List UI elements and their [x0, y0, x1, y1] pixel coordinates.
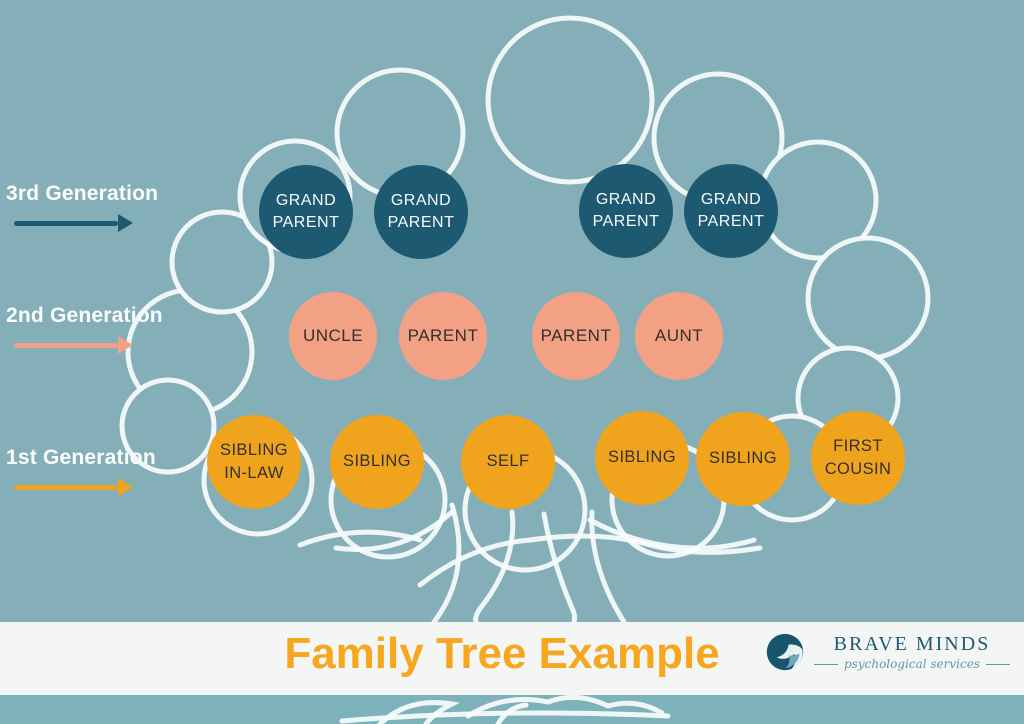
arrow-head — [118, 336, 133, 354]
node-label: SIBLING IN-LAW — [220, 440, 288, 482]
generation-row-3rd: 3rd Generation — [6, 182, 158, 232]
node-label: GRAND PARENT — [697, 190, 765, 230]
node-label: SIBLING — [608, 448, 676, 467]
node-aunt: AUNT — [635, 292, 723, 380]
arrow-head — [118, 214, 133, 232]
node-sibling-3: SIBLING — [696, 412, 790, 506]
tagline-text: psychological services — [844, 657, 980, 671]
footer-bar: Family Tree Example BRAVE MINDS psycholo… — [0, 622, 1024, 695]
node-grandparent-3: GRAND PARENT — [579, 164, 673, 258]
arrow-head — [118, 478, 133, 496]
wave-logo-icon — [766, 633, 804, 671]
brand-text-block: BRAVE MINDS psychological services — [814, 633, 1010, 671]
node-label: GRAND PARENT — [592, 190, 660, 230]
tagline-flourish-left — [814, 663, 838, 665]
brand-tagline: psychological services — [814, 657, 1010, 671]
arrow-shaft — [14, 220, 118, 226]
generation-2nd-label: 2nd Generation — [6, 304, 163, 327]
node-sibling-1: SIBLING — [330, 415, 424, 509]
node-label: GRAND PARENT — [272, 191, 340, 231]
node-sibling-2: SIBLING — [595, 411, 689, 505]
node-label: SIBLING — [709, 449, 777, 468]
node-grandparent-4: GRAND PARENT — [684, 164, 778, 258]
node-label: PARENT — [407, 326, 479, 345]
node-label: SIBLING — [343, 452, 411, 471]
right-arrow-icon — [14, 478, 156, 496]
generation-1st-label: 1st Generation — [6, 446, 156, 469]
right-arrow-icon — [14, 214, 158, 232]
brand-name: BRAVE MINDS — [833, 633, 991, 655]
generation-row-1st: 1st Generation — [6, 446, 156, 496]
tagline-flourish-right — [986, 663, 1010, 665]
node-grandparent-1: GRAND PARENT — [259, 165, 353, 259]
arrow-shaft — [14, 484, 118, 490]
node-label: FIRST COUSIN — [824, 436, 892, 478]
node-label: AUNT — [654, 326, 704, 345]
right-arrow-icon — [14, 336, 163, 354]
node-sibling-in-law: SIBLING IN-LAW — [207, 415, 301, 509]
node-parent-1: PARENT — [399, 292, 487, 380]
brand-logo: BRAVE MINDS psychological services — [765, 632, 1010, 672]
node-parent-2: PARENT — [532, 292, 620, 380]
node-uncle: UNCLE — [289, 292, 377, 380]
node-label: PARENT — [540, 326, 612, 345]
page-title: Family Tree Example — [284, 629, 720, 678]
node-self: SELF — [461, 415, 555, 509]
node-first-cousin: FIRST COUSIN — [811, 411, 905, 505]
generation-row-2nd: 2nd Generation — [6, 304, 163, 354]
node-grandparent-2: GRAND PARENT — [374, 165, 468, 259]
arrow-shaft — [14, 342, 118, 348]
node-label: UNCLE — [302, 326, 364, 345]
node-label: SELF — [486, 452, 530, 471]
generation-3rd-label: 3rd Generation — [6, 182, 159, 205]
node-label: GRAND PARENT — [387, 191, 455, 231]
